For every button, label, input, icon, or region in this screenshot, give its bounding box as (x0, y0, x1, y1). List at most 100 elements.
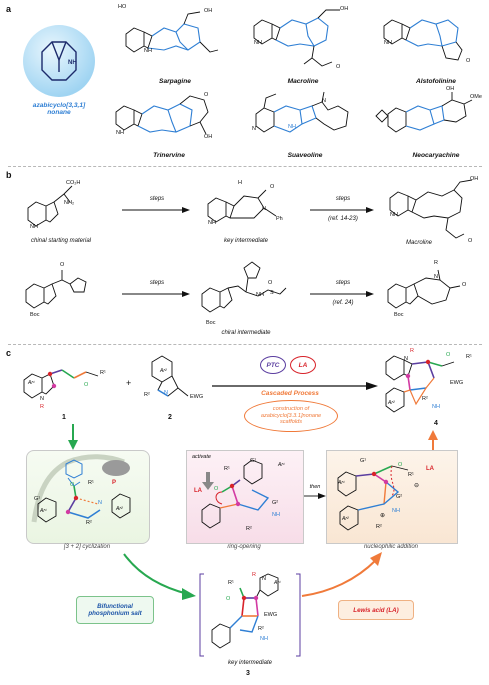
c1-r: R (40, 404, 44, 410)
b-steps-3: steps (149, 280, 165, 286)
box1-p: P (112, 480, 117, 486)
alstofolinine-structure (383, 19, 463, 61)
macroline-oh: OH (340, 6, 349, 12)
alkaloid-name-neocaryachine: Neocaryachine (412, 152, 460, 159)
trinervine-nh: NH (116, 130, 124, 136)
trinervine-structure (115, 95, 209, 135)
panel-label-c: c (6, 348, 12, 358)
construction-label: construction of azabicyclo[3.3.1]nonane … (260, 406, 322, 426)
box1-g1: G¹ (34, 496, 41, 502)
macroline-b-structure (389, 179, 473, 239)
trinervine-oh: OH (204, 134, 213, 140)
box1-caption: [3 + 2] cyclization (63, 544, 111, 550)
box2-activate: activate (192, 454, 211, 460)
macroline-o: O (336, 64, 341, 70)
alkaloid-name-sarpagine: Sarpagine (159, 78, 191, 85)
b-start-caption: chinal starting material (30, 238, 92, 244)
c1-o: O (84, 382, 89, 388)
box1-ar2: Ar² (116, 506, 123, 512)
panel-label-b: b (6, 170, 12, 180)
b-chiral-o: O (268, 280, 273, 286)
alkaloid-name-suaveoline: Suaveoline (287, 152, 323, 159)
sarpagine-oh: OH (204, 8, 213, 14)
c4-n: N (404, 356, 408, 362)
trinervine-o: O (204, 92, 209, 98)
c3-o: O (226, 596, 231, 602)
box3-g2: G² (396, 494, 403, 500)
la-label: LA (298, 361, 308, 369)
c4-ar: Ar² (388, 400, 395, 406)
box1-r1: R¹ (88, 480, 94, 486)
box3-o: O (398, 462, 403, 468)
c3-r1: R¹ (228, 580, 234, 586)
box3-ar1: Ar¹ (338, 480, 345, 486)
macroline-structure (253, 9, 340, 67)
b-arrow-2 (310, 207, 374, 213)
b-arrow-3 (122, 291, 190, 297)
b-ref-1: (ref. 14-23) (328, 216, 358, 222)
box1-n: N (98, 500, 102, 506)
alstofolinine-nh: NH (384, 40, 392, 46)
box2-ar1: Ar¹ (278, 462, 285, 468)
b-steps-1: steps (149, 196, 165, 202)
b-key-n: N (262, 206, 266, 212)
b-macroline-o: O (468, 238, 473, 244)
c3-r2: R² (258, 626, 264, 632)
catalyst-badge: Bifunctional phosphonium salt (76, 596, 154, 624)
b-macroline-nh: NH (390, 212, 398, 218)
c1-r1: R¹ (100, 370, 106, 376)
b-steps-2: steps (335, 196, 351, 202)
box2-r2: R² (246, 526, 252, 532)
b-key-h: H (238, 180, 242, 186)
panel-label-a: a (6, 4, 12, 14)
box3-r2: R² (376, 524, 382, 530)
box1-ar1: Ar¹ (40, 508, 47, 514)
c2-ewg: EWG (190, 394, 204, 400)
box3-minus: ⊖ (414, 483, 420, 489)
b-steps-4: steps (335, 280, 351, 286)
arrow-box1-to-3 (123, 553, 196, 600)
scaffold-nh: NH (68, 60, 77, 66)
b-row2-boc1: Boc (30, 312, 40, 318)
ptc-badge: PTC (260, 356, 286, 374)
box3-nh: NH (392, 508, 400, 514)
box2-r1: R¹ (224, 466, 230, 472)
scaffold-sphere-graphic (23, 25, 95, 97)
box2-g1: G¹ (250, 458, 257, 464)
compound-2-label: 2 (168, 414, 172, 421)
b-row2-o2: O (462, 282, 467, 288)
b-arrow-1 (122, 207, 190, 213)
suaveoline-n: N (252, 126, 256, 132)
c3-ewg: EWG (264, 612, 278, 618)
c4-r: R (410, 348, 414, 354)
ptc-label: PTC (266, 361, 280, 369)
b-chiral-s: S (270, 290, 274, 296)
b-key-ph: Ph (276, 216, 283, 222)
b-row2-n: N (434, 274, 438, 280)
b-ref-2: (ref. 24) (332, 300, 354, 306)
box3-la: LA (426, 466, 434, 472)
c3-nh: NH (260, 636, 268, 642)
arrow-3-to-box3 (301, 552, 382, 597)
c1-ar1: Ar¹ (28, 380, 35, 386)
construction-ellipse: construction of azabicyclo[3.3.1]nonane … (244, 400, 338, 432)
b-co2h: CO₂H (66, 180, 81, 186)
b-row2-boc2: Boc (394, 312, 404, 318)
c2-n: N (164, 390, 168, 396)
c4-ewg: EWG (450, 380, 464, 386)
c3-ar1: Ar¹ (274, 580, 281, 586)
box2-nh: NH (272, 512, 280, 518)
alkaloid-name-macroline: Macroline (287, 78, 319, 85)
lewis-acid-label: Lewis acid (LA) (353, 606, 399, 614)
b-macroline-caption: Macroline (405, 240, 432, 246)
sarpagine-nh: NH (144, 48, 152, 54)
neocaryachine-oh: OH (446, 86, 455, 92)
tryptophan-structure (27, 185, 73, 227)
b-nh-start: NH (30, 224, 38, 230)
key-intermediate-structure (207, 189, 277, 223)
macroline-nh: NH (254, 40, 262, 46)
b-row2-o: O (60, 262, 65, 268)
b-arrow-4 (310, 291, 374, 297)
alstofolinine-o: O (466, 58, 471, 64)
compound-3-label: 3 (246, 670, 250, 677)
